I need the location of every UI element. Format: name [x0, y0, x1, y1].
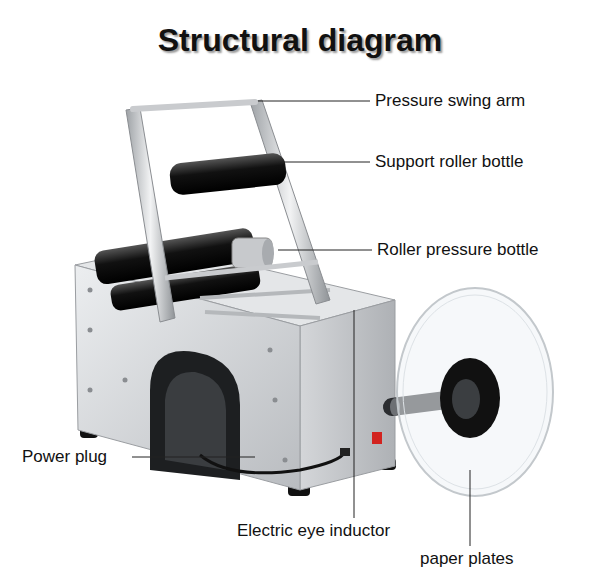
opening-inner: [165, 372, 226, 470]
right-face: [300, 300, 395, 490]
part-label: Electric eye inductor: [237, 521, 390, 541]
power-socket: [340, 448, 350, 456]
paper-plate-rim: [403, 295, 547, 489]
reel-hub: [440, 358, 500, 438]
part-label: Roller pressure bottle: [377, 240, 539, 260]
part-label: paper plates: [420, 549, 514, 569]
power-cord: [200, 452, 345, 473]
swing-arm-top-bar: [133, 102, 255, 109]
front-opening: [150, 351, 240, 480]
rod: [200, 290, 330, 298]
swing-arm-left: [126, 108, 175, 322]
swing-arm-right: [250, 100, 330, 304]
swing-arm-cross-bar: [165, 262, 318, 278]
power-switch: [372, 432, 382, 444]
part-label: Power plug: [22, 447, 107, 467]
reel-hub-center: [452, 379, 480, 419]
part-label: Pressure swing arm: [375, 91, 525, 111]
title: Structural diagram: [0, 20, 600, 60]
motor-cap: [262, 239, 274, 267]
paper-plate-disc: [397, 288, 553, 496]
part-label: Support roller bottle: [375, 152, 523, 172]
rod: [205, 312, 320, 318]
support-roller: [169, 152, 288, 196]
